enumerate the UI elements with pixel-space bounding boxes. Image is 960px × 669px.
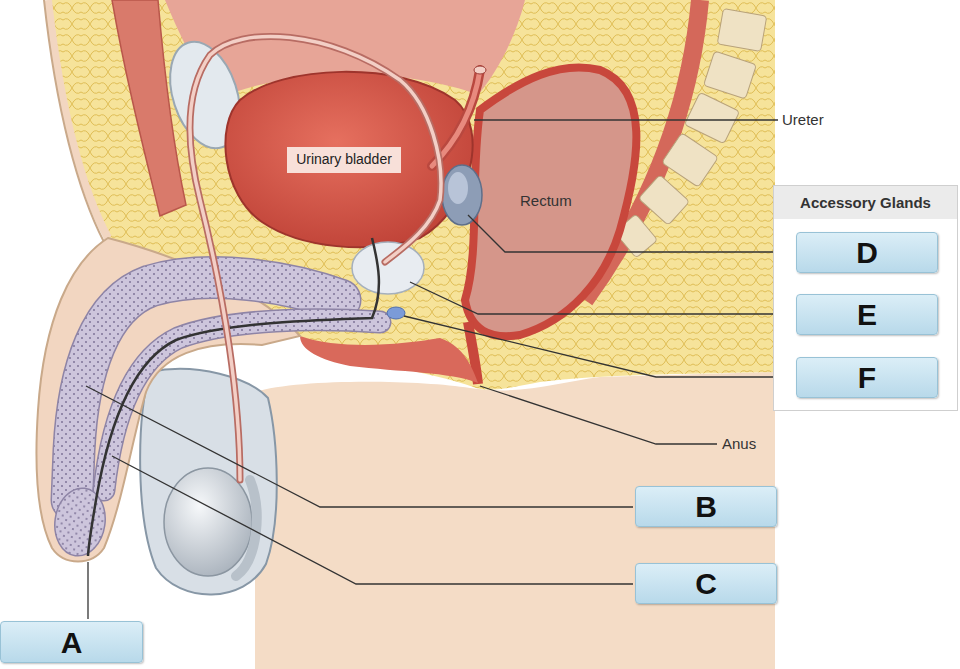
leader-line — [86, 386, 633, 507]
answer-box: F — [796, 357, 938, 398]
skin-edge — [44, 0, 104, 242]
leader-line — [480, 386, 717, 444]
vertebra — [717, 8, 767, 51]
thigh-skin — [255, 372, 775, 669]
vertebra — [704, 51, 757, 99]
leader-line — [468, 215, 793, 252]
vertebra — [638, 175, 689, 226]
legend-panel: Accessory GlandsDEF — [773, 185, 958, 411]
leader-line — [410, 282, 793, 314]
organ-name: Urinary bladder — [296, 152, 392, 167]
seminal-vesicle-lobe — [448, 172, 468, 204]
leader-line — [474, 119, 778, 120]
ureter-opening — [474, 66, 486, 74]
glans — [51, 485, 110, 559]
prostate-gland — [352, 242, 424, 294]
bulbourethral-gland — [387, 307, 405, 319]
perineal-muscle — [300, 336, 478, 383]
box-letter: F — [858, 361, 876, 394]
part-label: Ureter — [782, 111, 824, 129]
leader-line — [404, 316, 793, 377]
answer-box: A — [0, 621, 143, 663]
panel-heading: Accessory Glands — [774, 186, 957, 219]
answer-box: B — [635, 486, 777, 527]
leader-line — [112, 456, 633, 584]
answer-box: E — [796, 294, 938, 335]
leader-lines — [86, 120, 793, 619]
answer-box: D — [796, 232, 938, 273]
answer-box: C — [635, 563, 777, 604]
vertebra — [684, 92, 739, 144]
box-letter: C — [695, 567, 717, 600]
vertebra — [662, 133, 719, 187]
box-letter: D — [856, 236, 878, 269]
part-label: Anus — [722, 435, 756, 453]
vas-deferens — [190, 36, 441, 480]
box-letter: B — [695, 490, 717, 523]
seminal-vesicle — [442, 165, 482, 225]
box-letter: A — [61, 626, 83, 659]
skin-band — [48, 0, 108, 238]
epididymis — [236, 480, 257, 576]
rectum — [465, 67, 636, 336]
box-letter: E — [857, 298, 877, 331]
leader-line — [87, 562, 88, 619]
vas-deferens-lumen — [190, 36, 441, 480]
part-label: Rectum — [520, 192, 572, 210]
organ-name-patch: Urinary bladder — [287, 147, 401, 173]
